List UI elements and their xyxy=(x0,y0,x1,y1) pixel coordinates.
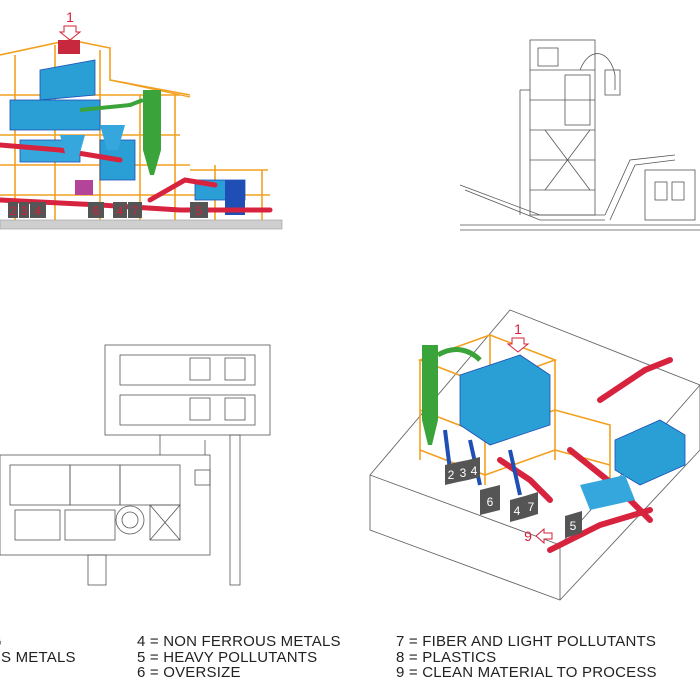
green-duct xyxy=(79,98,144,112)
plan-cyclone xyxy=(115,505,145,535)
svg-text:4: 4 xyxy=(471,464,478,478)
iso-callout-9: 9 xyxy=(524,528,532,544)
plan-upper-building xyxy=(104,344,271,436)
svg-text:7: 7 xyxy=(528,500,535,514)
blue-screen-top xyxy=(39,59,96,101)
legend: G US METALS 4 = NON FERROUS METALS 5 = H… xyxy=(0,634,700,700)
building-roof-outline xyxy=(0,39,191,96)
svg-text:2: 2 xyxy=(10,204,17,218)
plan-view-drawing xyxy=(0,344,271,586)
blue-funnel-2 xyxy=(100,125,125,150)
iso-tag-2: 2 xyxy=(445,462,458,485)
iso-tag-5: 5 xyxy=(565,511,582,538)
legend-item: 7 = FIBER AND LIGHT POLLUTANTS xyxy=(396,633,657,650)
line-conveyor-left xyxy=(459,184,605,216)
svg-text:7: 7 xyxy=(132,204,139,218)
isometric-plant-drawing: 1 2 3 4 6 4 7 5 9 xyxy=(369,309,700,601)
blue-funnel-1 xyxy=(60,135,85,160)
elevation-tag-3: 3 xyxy=(19,202,29,218)
magenta-unit xyxy=(75,180,93,195)
elevation-tag-5: 5 xyxy=(190,202,208,218)
svg-text:4: 4 xyxy=(35,204,42,218)
iso-blue-machine-main xyxy=(459,354,551,446)
legend-item: 4 = NON FERROUS METALS xyxy=(137,633,341,650)
iso-tag-7: 7 xyxy=(525,492,538,518)
iso-tag-6: 6 xyxy=(480,485,500,515)
green-cyclone xyxy=(143,90,161,150)
line-elevation-drawing xyxy=(459,39,700,231)
iso-down-arrow xyxy=(506,337,530,353)
legend-column-2: 4 = NON FERROUS METALS 5 = HEAVY POLLUTA… xyxy=(137,634,341,681)
line-top-duct xyxy=(579,53,616,90)
svg-text:3: 3 xyxy=(21,204,28,218)
iso-green-duct xyxy=(436,347,482,362)
color-elevation-drawing: 1 2 3 4 6 4 7 5 xyxy=(0,9,283,230)
plan-conveyor-left xyxy=(87,554,107,586)
green-cyclone-cone xyxy=(143,150,161,175)
legend-item: G xyxy=(0,634,76,650)
legend-item: 6 = OVERSIZE xyxy=(137,664,241,681)
line-cabin xyxy=(644,169,696,221)
iso-callout-1: 1 xyxy=(514,321,522,337)
elevation-tag-4b: 4 xyxy=(113,202,127,218)
legend-column-3: 7 = FIBER AND LIGHT POLLUTANTS 8 = PLAST… xyxy=(396,634,657,681)
iso-left-arrow xyxy=(535,527,553,545)
iso-tag-4: 4 xyxy=(468,457,480,480)
svg-text:5: 5 xyxy=(196,204,203,218)
elevation-tag-4: 4 xyxy=(30,202,46,218)
iso-blue-machine-right xyxy=(614,419,686,486)
svg-text:4: 4 xyxy=(514,504,521,518)
svg-text:5: 5 xyxy=(570,519,577,533)
steel-frame xyxy=(0,45,270,220)
elevation-callout-1: 1 xyxy=(66,9,74,25)
elevation-tag-2: 2 xyxy=(8,202,18,218)
iso-blue-chute xyxy=(580,475,635,510)
dark-blue-unit xyxy=(225,180,245,215)
svg-text:4: 4 xyxy=(117,204,124,218)
legend-item: 5 = HEAVY POLLUTANTS xyxy=(137,648,318,666)
iso-tag-3: 3 xyxy=(458,460,468,482)
svg-text:6: 6 xyxy=(487,495,494,509)
blue-machine-main xyxy=(9,99,101,131)
legend-column-1: G US METALS xyxy=(0,634,76,665)
plan-conveyor-right xyxy=(229,434,241,586)
iso-tag-4b: 4 xyxy=(510,496,525,522)
legend-item: 9 = CLEAN MATERIAL TO PROCESS xyxy=(396,664,657,681)
iso-green-cyclone xyxy=(422,345,438,420)
ground-slab xyxy=(0,219,283,230)
roof-line-right xyxy=(109,79,191,98)
svg-text:3: 3 xyxy=(460,466,467,480)
iso-platform xyxy=(369,309,700,601)
line-conveyor-right xyxy=(604,154,676,216)
elevation-down-arrow xyxy=(58,25,82,41)
svg-text:2: 2 xyxy=(448,468,455,482)
top-hopper xyxy=(58,40,80,54)
legend-item: 8 = PLASTICS xyxy=(396,648,497,666)
elevation-tag-6: 6 xyxy=(88,202,104,218)
svg-text:6: 6 xyxy=(93,204,100,218)
elevation-tag-7: 7 xyxy=(128,202,142,218)
legend-item: US METALS xyxy=(0,648,76,666)
